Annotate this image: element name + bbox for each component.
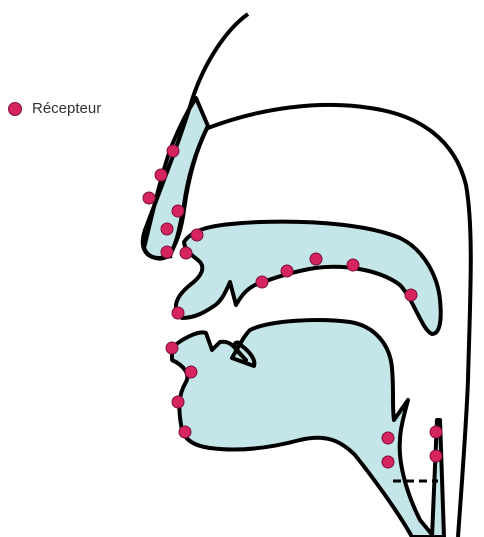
receptor-dot <box>256 276 268 288</box>
palate-region <box>176 222 441 334</box>
receptor-dot <box>405 289 417 301</box>
receptor-dot <box>281 265 293 277</box>
receptor-dot <box>172 205 184 217</box>
tongue-region <box>172 320 434 537</box>
receptor-dot <box>180 247 192 259</box>
receptor-dot <box>382 432 394 444</box>
receptor-dot <box>430 450 442 462</box>
receptor-dot <box>430 426 442 438</box>
receptor-dot <box>172 396 184 408</box>
receptor-dot <box>143 192 155 204</box>
receptor-dot <box>161 246 173 258</box>
receptor-dot <box>155 169 167 181</box>
receptor-dot <box>161 223 173 235</box>
receptor-dot <box>310 253 322 265</box>
receptor-dot <box>191 229 203 241</box>
receptor-dot <box>382 456 394 468</box>
receptor-dot <box>166 342 178 354</box>
receptor-dot <box>172 307 184 319</box>
receptor-dot <box>347 259 359 271</box>
receptor-dot <box>179 426 191 438</box>
receptor-dot <box>167 145 179 157</box>
receptor-dot <box>185 366 197 378</box>
